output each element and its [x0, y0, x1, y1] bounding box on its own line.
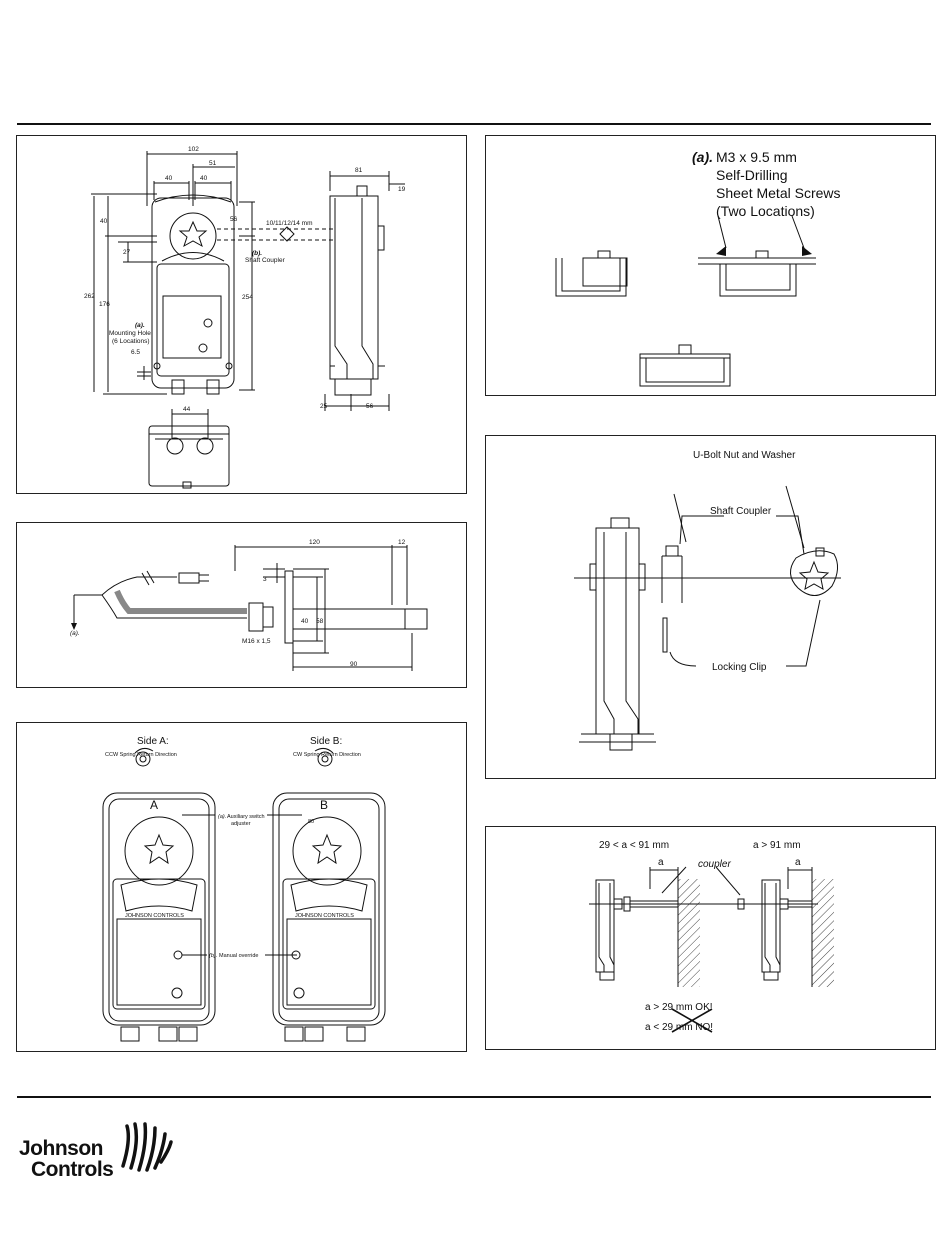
aux-line1: Auxiliary switch: [227, 814, 265, 820]
ubolt-drawing: U-Bolt Nut and Washer Shaft Coupler Lock…: [574, 450, 841, 751]
sides-panel: Side A: Side B: A B CCW Spring Return Di…: [16, 722, 467, 1052]
screw-line3: Sheet Metal Screws: [716, 185, 841, 201]
sides-drawing: Side A: Side B: A B CCW Spring Return Di…: [102, 736, 386, 1042]
screws-drawing: (a). M3 x 9.5 mm Self-Drilling Sheet Met…: [555, 149, 841, 387]
aux-line2: adjuster: [231, 821, 251, 827]
side-a-title: Side A:: [137, 736, 169, 747]
screw-line1: M3 x 9.5 mm: [716, 149, 797, 165]
shaft-coupler-label: Shaft Coupler: [710, 506, 772, 517]
screw-line2: Self-Drilling: [716, 167, 788, 183]
dimensions-drawing: 102 51 40 40 40 56 27 262 176 254 6.5 44…: [84, 146, 406, 489]
dim-25: 25: [320, 403, 328, 410]
dim-44: 44: [183, 406, 191, 413]
bottom-rule: [17, 1096, 931, 1098]
mount-tag: (a).: [135, 322, 145, 329]
brand-a: JOHNSON CONTROLS: [125, 913, 184, 919]
range-label-right: a > 91 mm: [753, 840, 801, 851]
ubolt-label: U-Bolt Nut and Washer: [693, 450, 796, 461]
letter-b: B: [320, 798, 328, 812]
screw-line4: (Two Locations): [716, 203, 815, 219]
dim-40-vertical: 40: [100, 218, 108, 225]
locking-clip-label: Locking Clip: [712, 662, 767, 673]
manual-label: Manual override: [219, 953, 258, 959]
thread-label: M16 x 1,5: [242, 638, 271, 645]
logo-text: Johnson Controls: [19, 1137, 114, 1181]
screw-tag: (a).: [692, 149, 713, 165]
dim-102: 102: [188, 146, 199, 153]
dim-262: 262: [84, 293, 95, 300]
shaft-sizes-label: 10/11/12/14 mm: [266, 220, 313, 227]
aux-tag: (a).: [218, 814, 226, 820]
range-label-left: 29 < a < 91 mm: [599, 840, 669, 851]
side-b-sub: CW Spring Return Direction: [293, 752, 361, 758]
coupler-label: Shaft Coupler: [245, 257, 286, 264]
dimensions-panel: 102 51 40 40 40 56 27 262 176 254 6.5 44…: [16, 135, 467, 494]
dim-176: 176: [99, 301, 110, 308]
degree-label: 80: [308, 819, 314, 825]
cable-tag: (a).: [70, 630, 80, 637]
a-right: a: [795, 857, 801, 868]
side-b-title: Side B:: [310, 736, 342, 747]
dim-90: 90: [350, 661, 358, 668]
dim-120: 120: [309, 539, 320, 546]
ubolt-panel: U-Bolt Nut and Washer Shaft Coupler Lock…: [485, 435, 936, 779]
letter-a: A: [150, 798, 158, 812]
dim-51: 51: [209, 160, 217, 167]
coupler-distance-drawing: 29 < a < 91 mm a > 91 mm a a coupler a >…: [589, 840, 834, 1033]
a-left: a: [658, 857, 664, 868]
cable-panel: 120 12 3 40 58 90 M16 x 1,5 (a).: [16, 522, 467, 688]
logo-line1: Johnson: [19, 1137, 104, 1160]
coupler-star-icon: [178, 220, 208, 248]
mount-line1: Mounting Hole: [109, 330, 151, 337]
screw-arrow-left-icon: [716, 246, 726, 256]
dim-40a: 40: [165, 175, 173, 182]
dim-254: 254: [242, 294, 253, 301]
brand-b: JOHNSON CONTROLS: [295, 913, 354, 919]
logo-line2: Controls: [31, 1158, 114, 1181]
cable-arrow-icon: [71, 623, 77, 630]
johnson-controls-logo: Johnson Controls: [17, 1118, 187, 1188]
dim-56: 56: [230, 216, 238, 223]
coupler-tag: (b).: [252, 250, 262, 257]
dim-6-5: 6.5: [131, 349, 140, 356]
coupler-distance-panel: 29 < a < 91 mm a > 91 mm a a coupler a >…: [485, 826, 936, 1050]
dim-12: 12: [398, 539, 406, 546]
coupler-label-small: coupler: [698, 859, 731, 870]
side-a-sub: CCW Spring Return Direction: [105, 752, 177, 758]
dim-40-shaft: 40: [301, 618, 309, 625]
dim-58: 58: [316, 618, 324, 625]
cable-drawing: 120 12 3 40 58 90 M16 x 1,5 (a).: [70, 539, 428, 671]
dim-81: 81: [355, 167, 363, 174]
no-label: a < 29 mm NO!: [645, 1022, 713, 1033]
mount-line2: (6 Locations): [112, 338, 150, 345]
dim-56-side: 56: [366, 403, 374, 410]
manual-tag: (b).: [209, 953, 217, 959]
ok-label: a > 29 mm OK!: [645, 1002, 713, 1013]
dim-27: 27: [123, 249, 131, 256]
dim-19: 19: [398, 186, 406, 193]
screw-arrow-right-icon: [802, 246, 812, 256]
screws-panel: (a). M3 x 9.5 mm Self-Drilling Sheet Met…: [485, 135, 936, 396]
top-rule: [17, 123, 931, 125]
logo-swoosh-icon: [121, 1122, 173, 1172]
dim-40b: 40: [200, 175, 208, 182]
dim-3: 3: [263, 576, 267, 583]
